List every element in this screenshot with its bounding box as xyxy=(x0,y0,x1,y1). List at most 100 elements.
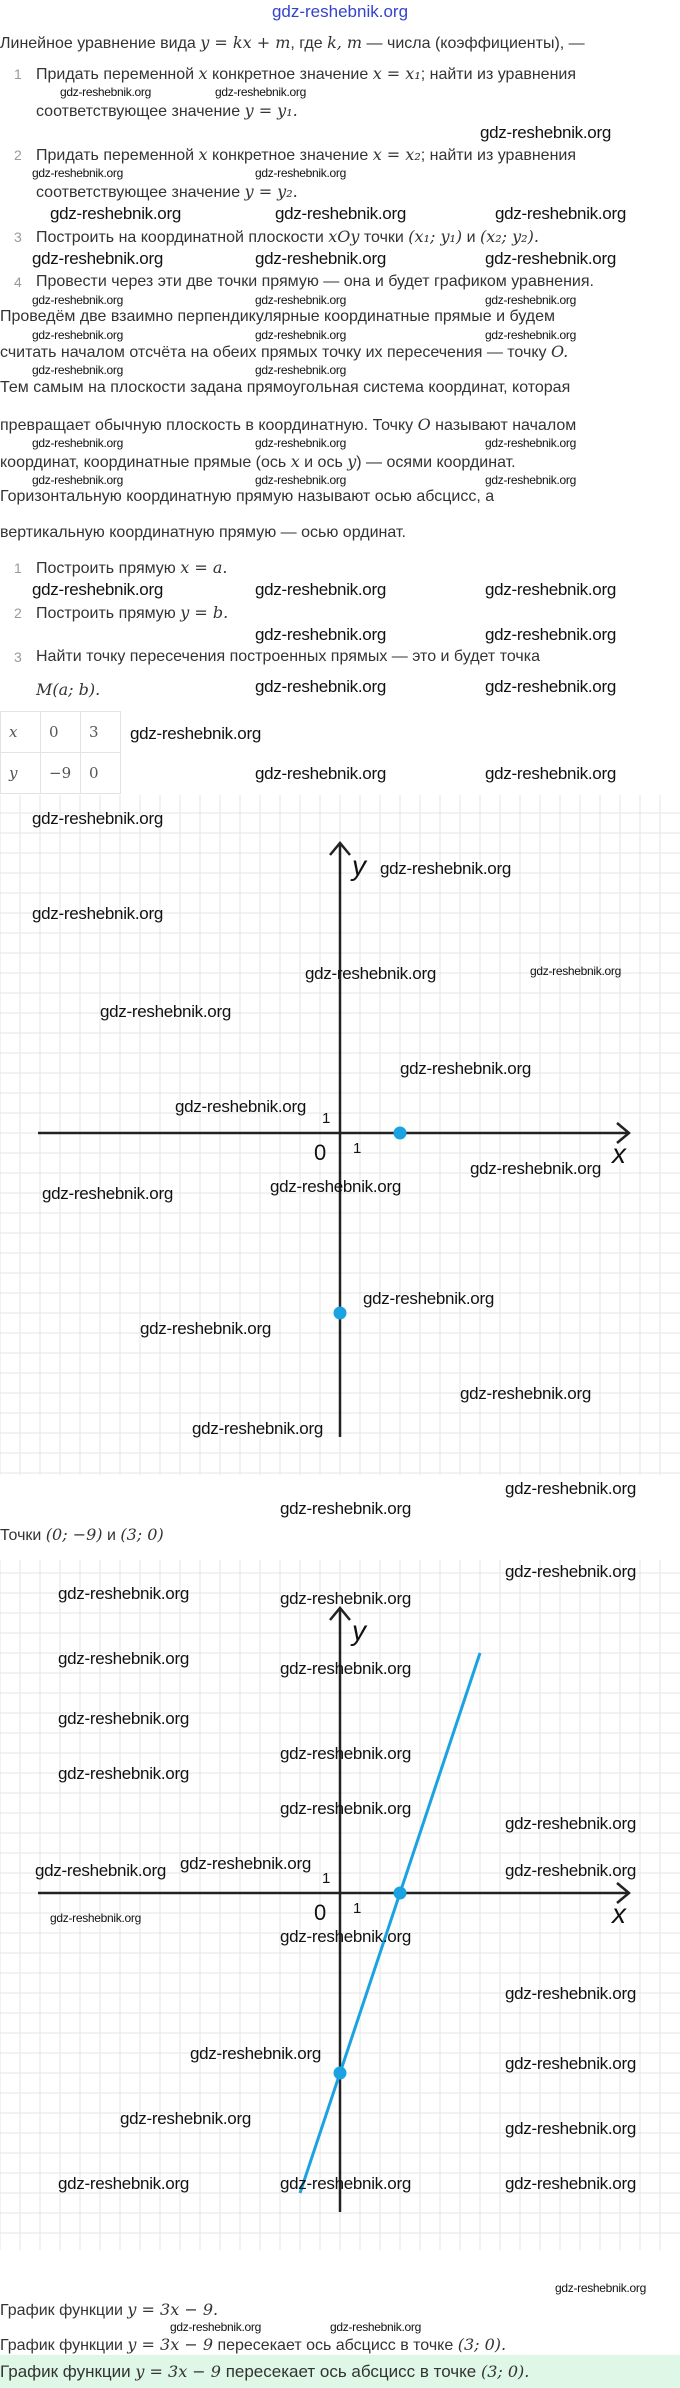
watermark: gdz-reshebnik.org xyxy=(175,1097,306,1116)
step-number: 3 xyxy=(14,649,22,665)
watermark: gdz-reshebnik.org xyxy=(485,436,576,450)
math: k, m xyxy=(327,33,363,52)
origin-label: 0 xyxy=(314,1900,326,1925)
watermark: gdz-reshebnik.org xyxy=(485,328,576,342)
tick-label-y: 1 xyxy=(322,1870,330,1887)
watermark: gdz-reshebnik.org xyxy=(485,677,616,696)
watermark: gdz-reshebnik.org xyxy=(505,1861,636,1880)
watermark: gdz-reshebnik.org xyxy=(255,166,346,180)
text: — числа (коэффициенты), — xyxy=(362,35,585,52)
watermark: gdz-reshebnik.org xyxy=(485,625,616,644)
x-axis-label: x xyxy=(610,1898,627,1929)
watermark: gdz-reshebnik.org xyxy=(32,166,123,180)
watermark: gdz-reshebnik.org xyxy=(305,964,436,983)
watermark: gdz-reshebnik.org xyxy=(505,1562,636,1581)
table-cell: 0 xyxy=(40,711,81,753)
watermark: gdz-reshebnik.org xyxy=(255,249,386,268)
construct-step-3: Найти точку пересечения построенных прям… xyxy=(36,648,540,665)
watermark: gdz-reshebnik.org xyxy=(470,1159,601,1178)
watermark: gdz-reshebnik.org xyxy=(58,2174,189,2193)
step-1-line2: соответствующее значение y = y₁. xyxy=(36,101,298,120)
step-2: Придать переменной x конкретное значение… xyxy=(36,145,577,164)
watermark: gdz-reshebnik.org xyxy=(192,1419,323,1438)
watermark: gdz-reshebnik.org xyxy=(50,204,181,223)
text: Линейное уравнение вида xyxy=(0,35,201,52)
step-4: Провести через эти две точки прямую — он… xyxy=(36,273,594,290)
watermark-header: gdz-reshebnik.org xyxy=(271,2,409,21)
watermark: gdz-reshebnik.org xyxy=(255,363,346,377)
step-number: 3 xyxy=(14,229,22,245)
watermark: gdz-reshebnik.org xyxy=(120,2109,251,2128)
watermark: gdz-reshebnik.org xyxy=(330,2320,421,2334)
watermark: gdz-reshebnik.org xyxy=(505,2174,636,2193)
para2-line1: Тем самым на плоскости задана прямоуголь… xyxy=(0,379,571,396)
table-cell: 3 xyxy=(80,711,121,753)
watermark: gdz-reshebnik.org xyxy=(32,580,163,599)
watermark: gdz-reshebnik.org xyxy=(140,1319,271,1338)
function-line xyxy=(298,1652,482,2194)
watermark: gdz-reshebnik.org xyxy=(485,473,576,487)
watermark: gdz-reshebnik.org xyxy=(215,85,306,99)
para3-line1: Горизонтальную координатную прямую назыв… xyxy=(0,488,495,505)
watermark: gdz-reshebnik.org xyxy=(50,1911,141,1925)
watermark: gdz-reshebnik.org xyxy=(170,2320,261,2334)
watermark: gdz-reshebnik.org xyxy=(363,1289,494,1308)
y-axis-label: y xyxy=(350,1615,368,1646)
watermark: gdz-reshebnik.org xyxy=(190,2044,321,2063)
watermark: gdz-reshebnik.org xyxy=(255,625,386,644)
step-number: 2 xyxy=(14,605,22,621)
watermark: gdz-reshebnik.org xyxy=(58,1649,189,1668)
math: y = kx + m xyxy=(200,33,291,52)
table-cell: 0 xyxy=(80,752,121,794)
watermark: gdz-reshebnik.org xyxy=(255,436,346,450)
watermark: gdz-reshebnik.org xyxy=(480,123,611,142)
para1-line1: Проведём две взаимно перпендикулярные ко… xyxy=(0,308,556,325)
x-axis-arrow-icon xyxy=(616,1122,631,1144)
watermark: gdz-reshebnik.org xyxy=(505,2054,636,2073)
origin-label: 0 xyxy=(314,1140,326,1165)
point-m: M(a; b). xyxy=(36,680,101,699)
para2-line3: координат, координатные прямые (ось x и … xyxy=(0,452,516,471)
step-number: 1 xyxy=(14,560,22,576)
table-cell: y xyxy=(0,752,41,794)
watermark: gdz-reshebnik.org xyxy=(58,1709,189,1728)
watermark: gdz-reshebnik.org xyxy=(35,1861,166,1880)
watermark: gdz-reshebnik.org xyxy=(255,580,386,599)
watermark: gdz-reshebnik.org xyxy=(485,249,616,268)
watermark: gdz-reshebnik.org xyxy=(42,1184,173,1203)
answer-text: График функции y = 3x − 9 пересекает ось… xyxy=(0,2362,530,2381)
watermark: gdz-reshebnik.org xyxy=(400,1059,531,1078)
watermark: gdz-reshebnik.org xyxy=(32,436,123,450)
watermark: gdz-reshebnik.org xyxy=(280,1499,411,1518)
watermark: gdz-reshebnik.org xyxy=(255,328,346,342)
text: , где xyxy=(290,35,328,52)
watermark: gdz-reshebnik.org xyxy=(555,2281,646,2295)
watermark: gdz-reshebnik.org xyxy=(380,859,511,878)
caption-intersection: График функции y = 3x − 9 пересекает ось… xyxy=(0,2335,507,2354)
watermark: gdz-reshebnik.org xyxy=(505,1479,636,1498)
watermark: gdz-reshebnik.org xyxy=(32,904,163,923)
watermark: gdz-reshebnik.org xyxy=(505,1814,636,1833)
watermark: gdz-reshebnik.org xyxy=(460,1384,591,1403)
watermark: gdz-reshebnik.org xyxy=(270,1177,401,1196)
y-axis-label: y xyxy=(350,850,368,881)
watermark: gdz-reshebnik.org xyxy=(485,764,616,783)
watermark: gdz-reshebnik.org xyxy=(280,1927,411,1946)
watermark: gdz-reshebnik.org xyxy=(32,249,163,268)
para2-line2: превращает обычную плоскость в координат… xyxy=(0,415,577,434)
watermark: gdz-reshebnik.org xyxy=(495,204,626,223)
watermark: gdz-reshebnik.org xyxy=(58,1584,189,1603)
x-axis-label: x xyxy=(610,1138,627,1169)
step-1: Придать переменной x конкретное значение… xyxy=(36,64,577,83)
tick-label-y: 1 xyxy=(322,1110,330,1127)
watermark: gdz-reshebnik.org xyxy=(32,328,123,342)
watermark: gdz-reshebnik.org xyxy=(505,2119,636,2138)
answer-box xyxy=(0,2355,680,2388)
watermark: gdz-reshebnik.org xyxy=(505,1984,636,2003)
data-point xyxy=(333,2066,347,2080)
